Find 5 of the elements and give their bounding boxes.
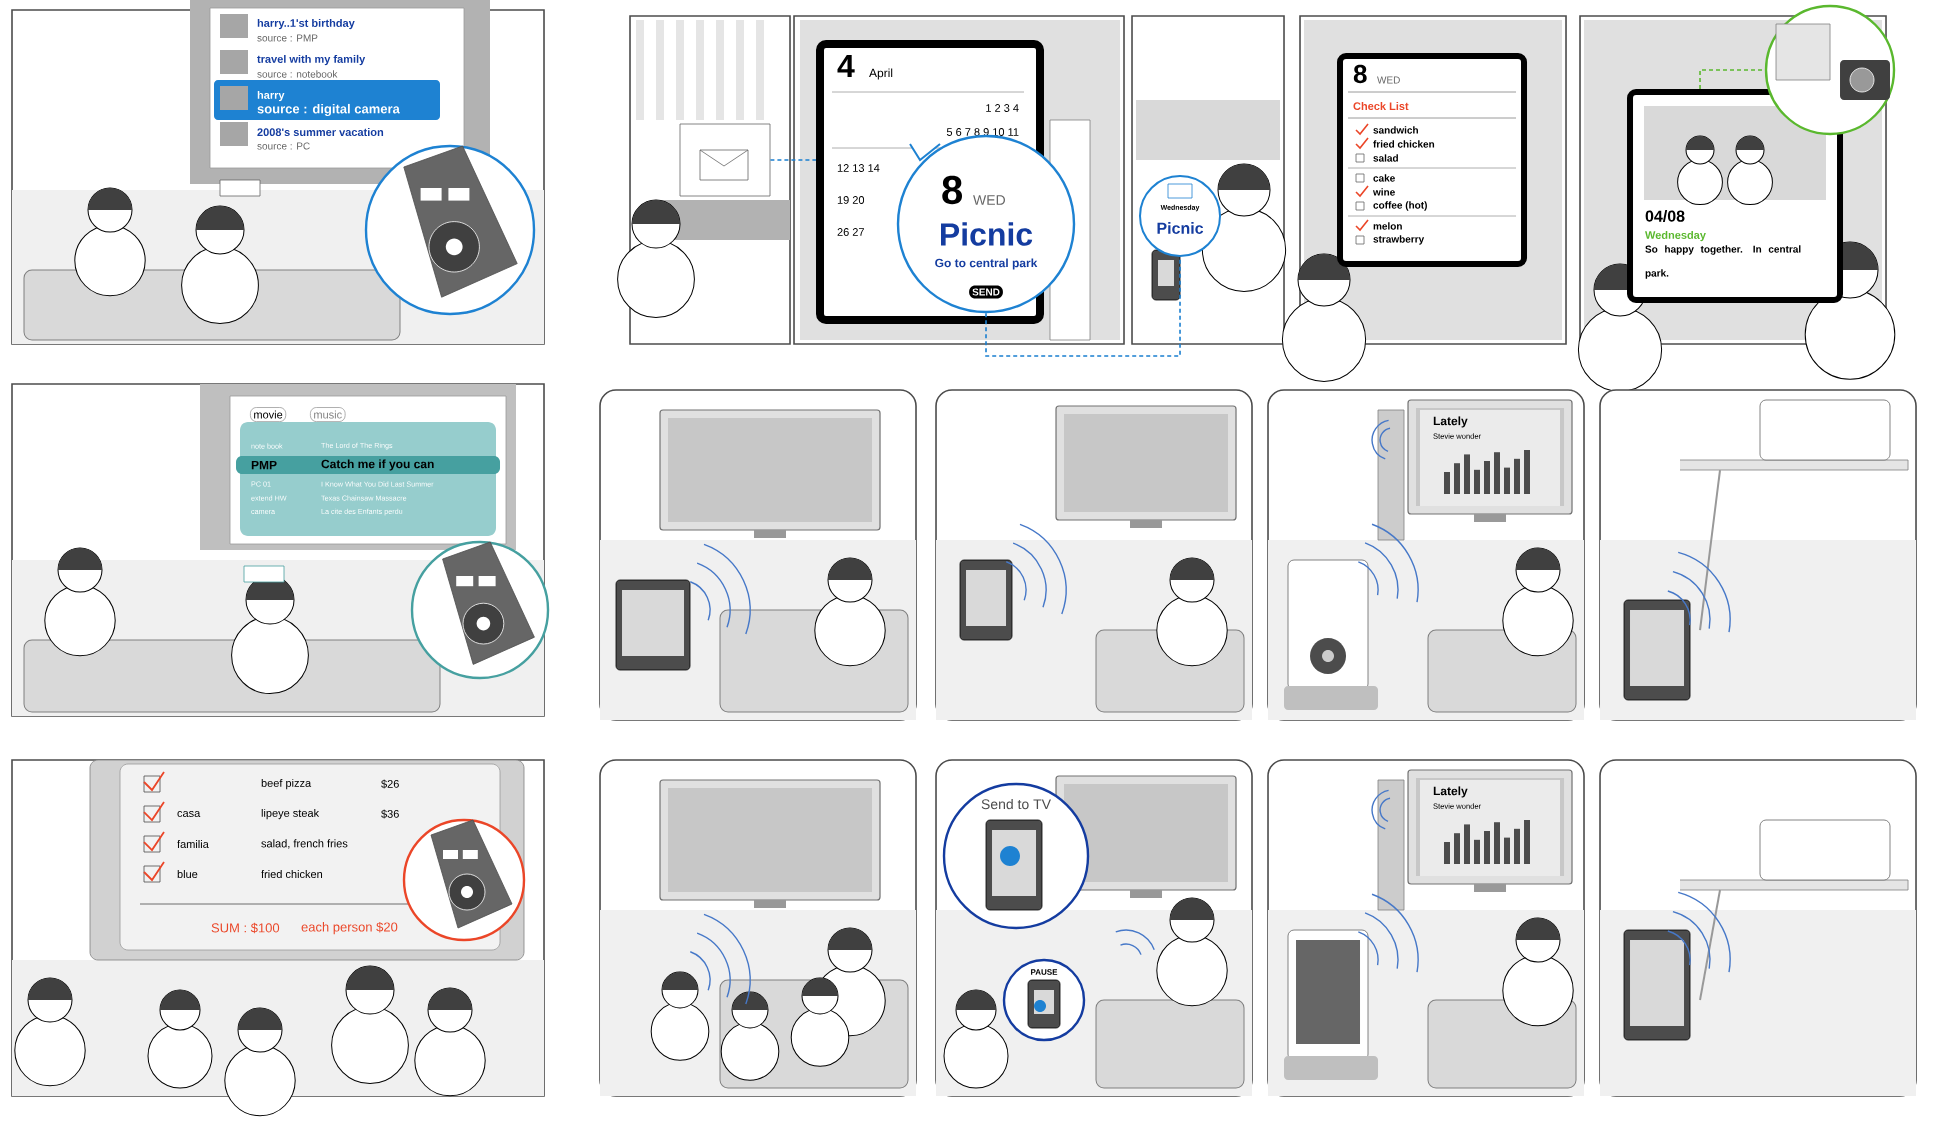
camera-bubble: [1764, 4, 1896, 136]
connector-line: [985, 256, 1181, 357]
connector-line: [769, 159, 817, 161]
connector-line: [1699, 69, 1766, 90]
email-window: [679, 123, 771, 197]
